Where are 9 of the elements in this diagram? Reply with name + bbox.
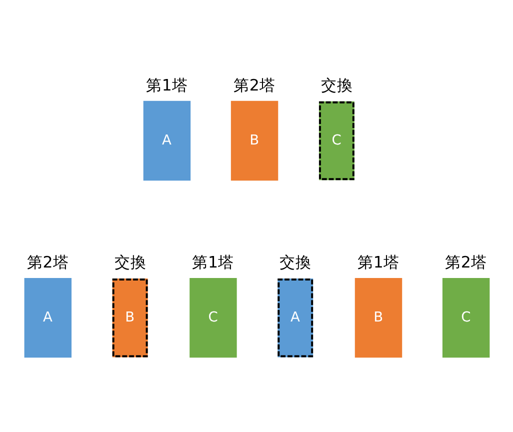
node-label: 交換 (114, 252, 146, 271)
node-label: 第1塔 (192, 252, 234, 271)
node-label: 交換 (320, 74, 353, 94)
node-label: 第2塔 (233, 74, 276, 94)
node-label: 第1塔 (357, 252, 400, 271)
node-label: 第2塔 (26, 252, 69, 271)
node-label: 交換 (280, 252, 312, 271)
node-label: 第2塔 (444, 252, 487, 271)
node-label: 第1塔 (146, 74, 188, 94)
